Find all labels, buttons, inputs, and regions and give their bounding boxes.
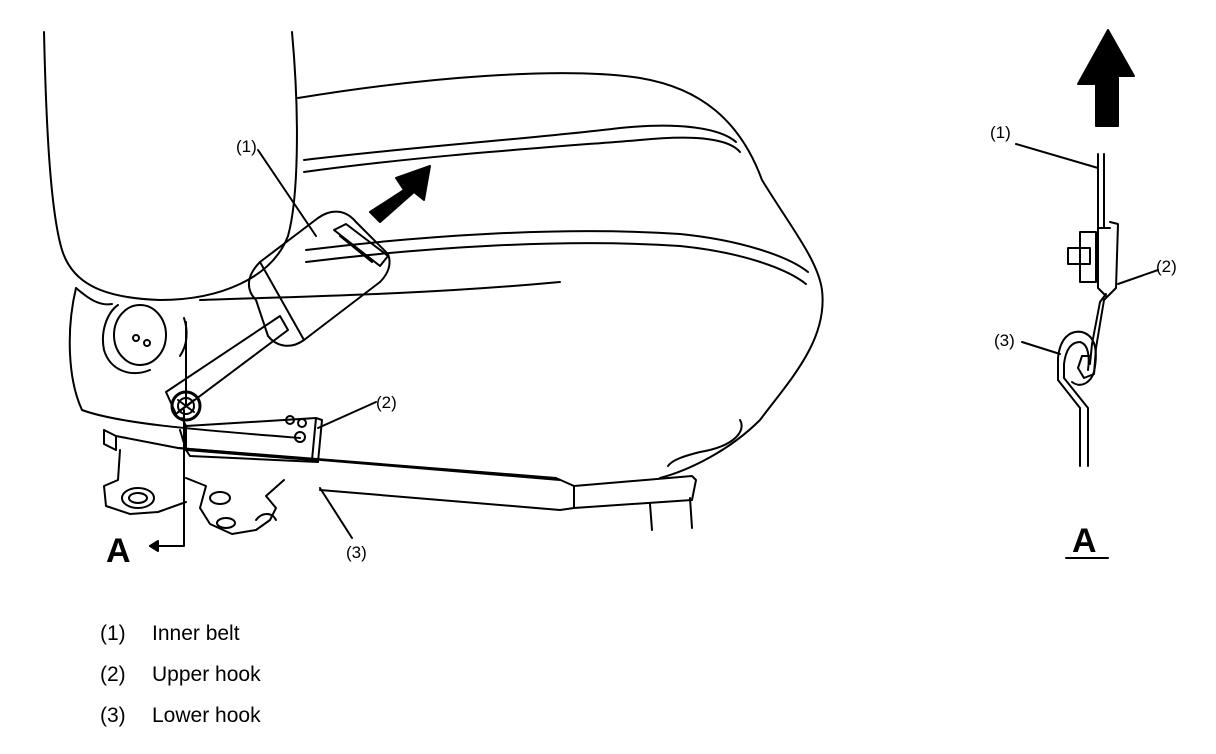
legend-label: Upper hook xyxy=(152,663,261,686)
lower-hook xyxy=(185,477,285,535)
detail-leader-upper-hook xyxy=(1117,269,1159,285)
detail-leader-inner-belt xyxy=(1015,143,1099,169)
upper-hook-plate xyxy=(179,415,323,463)
legend-item: (1) Inner belt xyxy=(100,622,261,663)
callout-lower-hook: (3) xyxy=(346,543,367,562)
inner-belt-buckle xyxy=(165,210,391,422)
legend-item: (3) Lower hook xyxy=(100,704,261,745)
legend-number: (1) xyxy=(100,622,126,645)
forward-arrow xyxy=(369,165,431,223)
section-marker-letter: A xyxy=(106,532,131,570)
detail-callout-lower-hook: (3) xyxy=(994,331,1015,350)
detail-callout-upper-hook: (2) xyxy=(1156,257,1177,276)
detail-leader-lower-hook xyxy=(1021,341,1061,355)
callout-inner-belt: (1) xyxy=(236,137,257,156)
legend-label: Lower hook xyxy=(152,704,261,727)
seat-rail xyxy=(103,429,697,531)
seat-backrest xyxy=(43,31,298,301)
seat-belt-installation-diagram: (1) (2) (3) A (1) (2) (3) A xyxy=(43,29,1177,570)
legend-label: Inner belt xyxy=(152,622,240,645)
leader-line-lower-hook xyxy=(319,487,353,539)
section-indicator xyxy=(149,409,185,552)
seat-cushion xyxy=(68,72,824,479)
detail-callout-inner-belt: (1) xyxy=(990,123,1011,142)
detail-forward-arrow xyxy=(1077,29,1135,127)
leader-line-upper-hook xyxy=(317,401,377,429)
callout-upper-hook: (2) xyxy=(376,393,397,412)
leader-line-inner-belt xyxy=(257,149,317,237)
legend-number: (2) xyxy=(100,663,126,686)
detail-section-label: A xyxy=(1072,522,1097,560)
legend-number: (3) xyxy=(100,704,126,727)
seat-side-cover xyxy=(75,287,188,406)
detail-lower-hook xyxy=(1057,330,1097,467)
parts-legend: (1) Inner belt (2) Upper hook (3) Lower … xyxy=(100,622,261,745)
legend-item: (2) Upper hook xyxy=(100,663,261,704)
detail-inner-belt xyxy=(1067,153,1111,297)
